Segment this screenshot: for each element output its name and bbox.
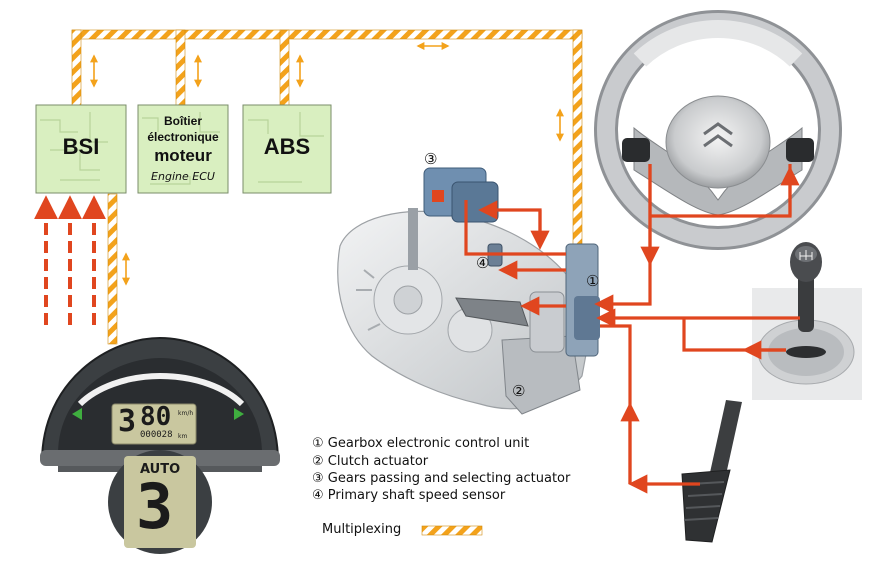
- dash-speed-unit: km/h: [178, 410, 194, 417]
- multiplexing-legend-swatch: [421, 525, 483, 536]
- engine-ecu-sublabel: Engine ECU: [151, 170, 215, 183]
- multiplexing-bus: [71, 29, 583, 345]
- dash-odometer: 000028: [140, 430, 173, 440]
- gear-zoom-inset: [108, 450, 212, 554]
- bus-direction-arrows: [90, 42, 564, 286]
- dash-gear-digit: 3: [118, 404, 137, 439]
- bsi-box: [35, 104, 127, 194]
- steering-wheel: [594, 10, 842, 250]
- legend-item-3: ③ Gears passing and selecting actuator: [312, 471, 571, 486]
- legend-item-4: ④ Primary shaft speed sensor: [312, 488, 506, 503]
- accelerator-pedal: [681, 400, 742, 543]
- bsi-input-arrows: [34, 195, 106, 325]
- signal-wires: [464, 164, 800, 494]
- engine-ecu-label-line2: électronique: [147, 130, 219, 144]
- bsi-label: BSI: [62, 134, 100, 159]
- legend-item-1: ① Gearbox electronic control unit: [312, 436, 530, 451]
- callout-2: ②: [512, 382, 526, 400]
- dash-speed: 80: [140, 402, 172, 432]
- engine-ecu-label-line1: Boîtier: [163, 114, 202, 128]
- zoom-mode-label: AUTO: [140, 462, 181, 477]
- instrument-cluster: [40, 336, 280, 472]
- abs-label: ABS: [263, 134, 311, 159]
- gearbox-assembly: [337, 167, 600, 415]
- dash-odometer-unit: km: [178, 433, 188, 440]
- callout-1: ①: [586, 272, 600, 290]
- gear-lever: [752, 242, 862, 400]
- callout-4: ④: [476, 254, 490, 272]
- legend-multiplexing: Multiplexing: [322, 522, 402, 537]
- engine-ecu-label-line3: moteur: [154, 146, 212, 165]
- engine-ecu-box: [137, 104, 229, 194]
- legend-item-2: ② Clutch actuator: [312, 454, 429, 469]
- callout-3: ③: [424, 150, 438, 168]
- abs-box: [242, 104, 332, 194]
- zoom-gear-digit: 3: [136, 470, 174, 543]
